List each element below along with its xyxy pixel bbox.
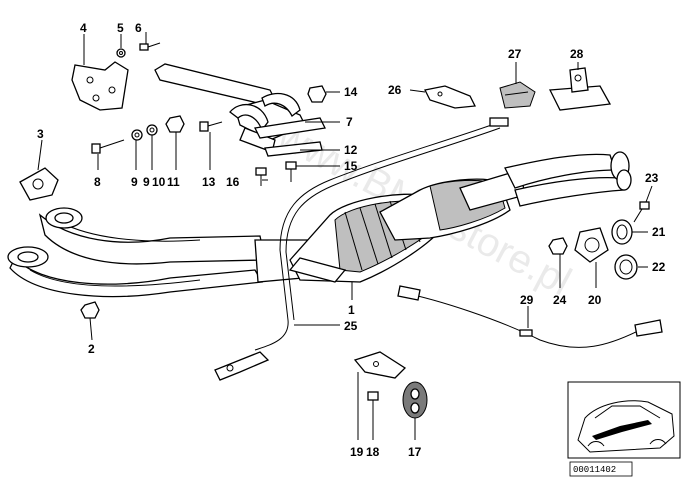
bracket-26[interactable] [424,85,477,109]
label-18: 18 [366,445,380,459]
label-17: 17 [408,445,422,459]
bolt-13[interactable] [199,121,223,132]
nut-2[interactable] [80,301,100,319]
ring-22[interactable] [614,254,638,280]
label-27: 27 [508,47,522,61]
label-1: 1 [348,303,355,317]
label-6: 6 [135,21,142,35]
washer-9[interactable] [131,129,143,141]
label-9: 9 [131,175,138,189]
label-25: 25 [344,319,358,333]
label-2: 2 [88,342,95,356]
label-14: 14 [344,85,358,99]
label-16: 16 [226,175,240,189]
label-21: 21 [652,225,666,239]
label-7: 7 [346,115,353,129]
label-15: 15 [344,159,358,173]
label-8: 8 [94,175,101,189]
bolt-16[interactable] [255,167,267,186]
label-9b: 9 [143,175,150,189]
hanger-28[interactable] [548,67,612,111]
oxygen-sensor-25[interactable] [214,117,509,381]
bolt-18[interactable] [367,391,379,418]
nut-14[interactable] [307,85,327,103]
hanger-27[interactable] [499,81,536,109]
diagram-id-box [569,461,633,477]
car-locator-inset [567,381,681,459]
flange-20[interactable] [574,227,609,263]
nut-11[interactable] [165,115,185,133]
bolt-15[interactable] [285,161,297,182]
label-10: 10 [152,175,166,189]
label-5: 5 [117,21,124,35]
nut-24[interactable] [548,237,568,255]
label-24: 24 [553,293,567,307]
clamp-7-12[interactable] [229,103,326,157]
label-3: 3 [37,127,44,141]
label-22: 22 [652,260,666,274]
label-13: 13 [202,175,216,189]
label-23: 23 [645,171,659,185]
label-28: 28 [570,47,584,61]
intermediate-pipes[interactable] [504,151,632,207]
bolt-23[interactable] [633,201,650,223]
label-29: 29 [520,293,534,307]
label-11: 11 [167,175,180,189]
label-20: 20 [588,293,602,307]
diagram-id: 00011402 [573,465,616,475]
oxygen-sensor-29[interactable] [397,285,663,348]
gasket-21[interactable] [611,219,633,245]
bolt-8[interactable] [91,139,125,154]
label-26: 26 [388,83,402,97]
gasket-3[interactable] [19,167,59,201]
label-4: 4 [80,21,87,35]
leader-lines [37,32,653,440]
bracket-4[interactable] [71,61,129,111]
bracket-19[interactable] [353,351,407,379]
rubber-mount-17[interactable] [402,381,428,419]
nut-10[interactable] [146,124,158,136]
bolt-6[interactable] [139,42,161,51]
washer-5[interactable] [116,48,126,58]
label-12: 12 [344,143,358,157]
label-19: 19 [350,445,364,459]
